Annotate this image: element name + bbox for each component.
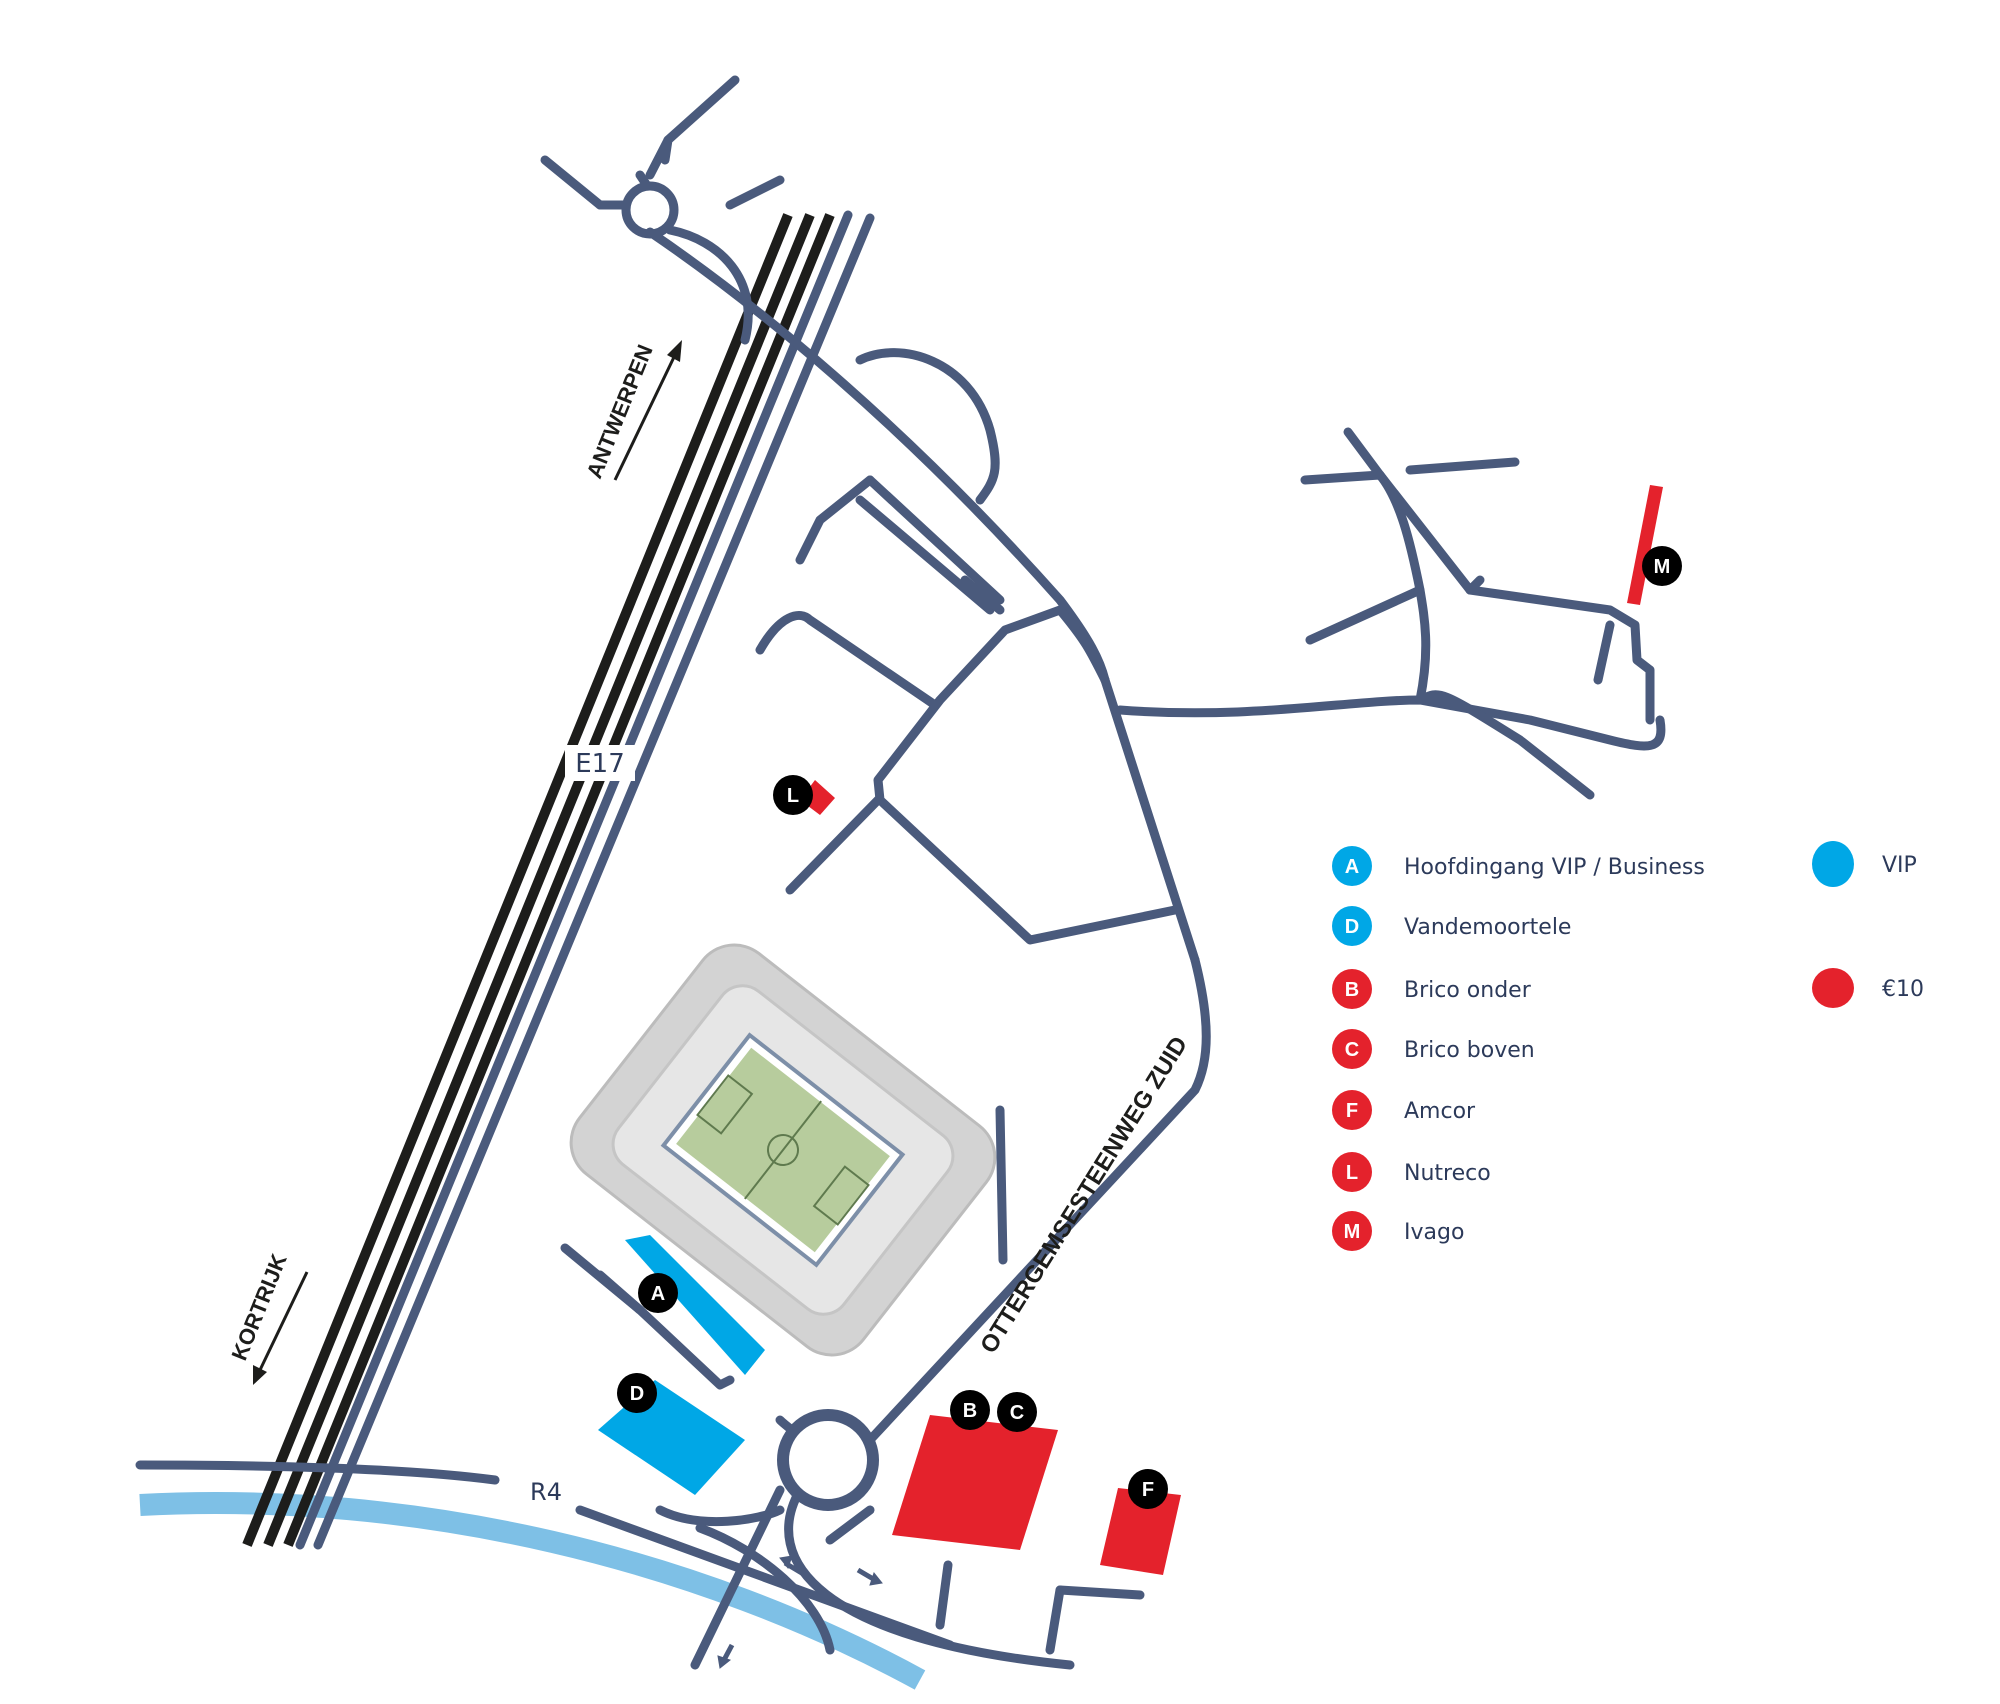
marker-a: A <box>638 1273 678 1313</box>
marker-b: B <box>950 1390 990 1430</box>
svg-text:M: M <box>1344 1221 1361 1243</box>
marker-m: M <box>1642 546 1682 586</box>
label-antwerpen: ANTWERPEN <box>581 340 682 482</box>
legend-item-b: B Brico onder <box>1332 969 1532 1009</box>
parking-brico[interactable] <box>892 1415 1058 1550</box>
svg-text:L: L <box>787 785 799 807</box>
svg-text:M: M <box>1654 556 1671 578</box>
svg-text:D: D <box>630 1383 644 1405</box>
parking-ivago[interactable] <box>1627 485 1663 605</box>
svg-text:D: D <box>1345 916 1359 938</box>
label-kortrijk: KORTRIJK <box>226 1250 309 1385</box>
legend-item-c: C Brico boven <box>1332 1029 1535 1069</box>
main-roads <box>645 225 1666 1445</box>
svg-text:Brico boven: Brico boven <box>1404 1038 1535 1063</box>
svg-text:Nutreco: Nutreco <box>1404 1161 1491 1186</box>
marker-f: F <box>1128 1469 1168 1509</box>
svg-text:Vandemoortele: Vandemoortele <box>1404 915 1571 940</box>
legend-key-vip: VIP <box>1812 841 1917 887</box>
svg-text:A: A <box>651 1283 665 1305</box>
svg-text:Brico onder: Brico onder <box>1404 978 1532 1003</box>
marker-c: C <box>997 1392 1037 1432</box>
legend-item-l: L Nutreco <box>1332 1152 1491 1192</box>
label-e17: E17 <box>565 745 635 781</box>
legend-item-m: M Ivago <box>1332 1211 1464 1251</box>
legend-item-d: D Vandemoortele <box>1332 906 1571 946</box>
service-roads <box>295 210 875 1550</box>
direction-arrows <box>717 1555 883 1669</box>
svg-text:Ivago: Ivago <box>1404 1220 1464 1245</box>
marker-l: L <box>773 775 813 815</box>
svg-text:Hoofdingang VIP / Business: Hoofdingang VIP / Business <box>1404 855 1705 880</box>
svg-text:E17: E17 <box>575 749 625 779</box>
svg-text:F: F <box>1142 1479 1154 1501</box>
svg-text:F: F <box>1346 1100 1358 1122</box>
svg-text:B: B <box>963 1400 977 1422</box>
svg-text:A: A <box>1345 856 1359 878</box>
svg-text:Amcor: Amcor <box>1404 1099 1476 1124</box>
legend: A Hoofdingang VIP / Business D Vandemoor… <box>1332 841 1924 1251</box>
legend-item-a: A Hoofdingang VIP / Business <box>1332 846 1705 886</box>
parking-amcor[interactable] <box>1100 1488 1181 1575</box>
svg-text:C: C <box>1010 1402 1024 1424</box>
label-r4: R4 <box>530 1478 562 1506</box>
svg-text:C: C <box>1345 1039 1359 1061</box>
legend-key-paid: €10 <box>1812 968 1924 1008</box>
svg-text:L: L <box>1346 1162 1358 1184</box>
svg-text:B: B <box>1345 979 1359 1001</box>
stadium <box>569 943 997 1357</box>
highway-e17 <box>242 213 835 1547</box>
svg-text:KORTRIJK: KORTRIJK <box>226 1250 291 1364</box>
svg-text:€10: €10 <box>1882 977 1924 1002</box>
svg-text:VIP: VIP <box>1882 853 1917 878</box>
north-roundabout <box>540 75 785 239</box>
parking-vip-a[interactable] <box>625 1235 765 1375</box>
label-ottergemsesteenweg: OTTERGEMSESTEENWEG ZUID <box>975 1032 1193 1358</box>
marker-d: D <box>617 1373 657 1413</box>
legend-item-f: F Amcor <box>1332 1090 1476 1130</box>
